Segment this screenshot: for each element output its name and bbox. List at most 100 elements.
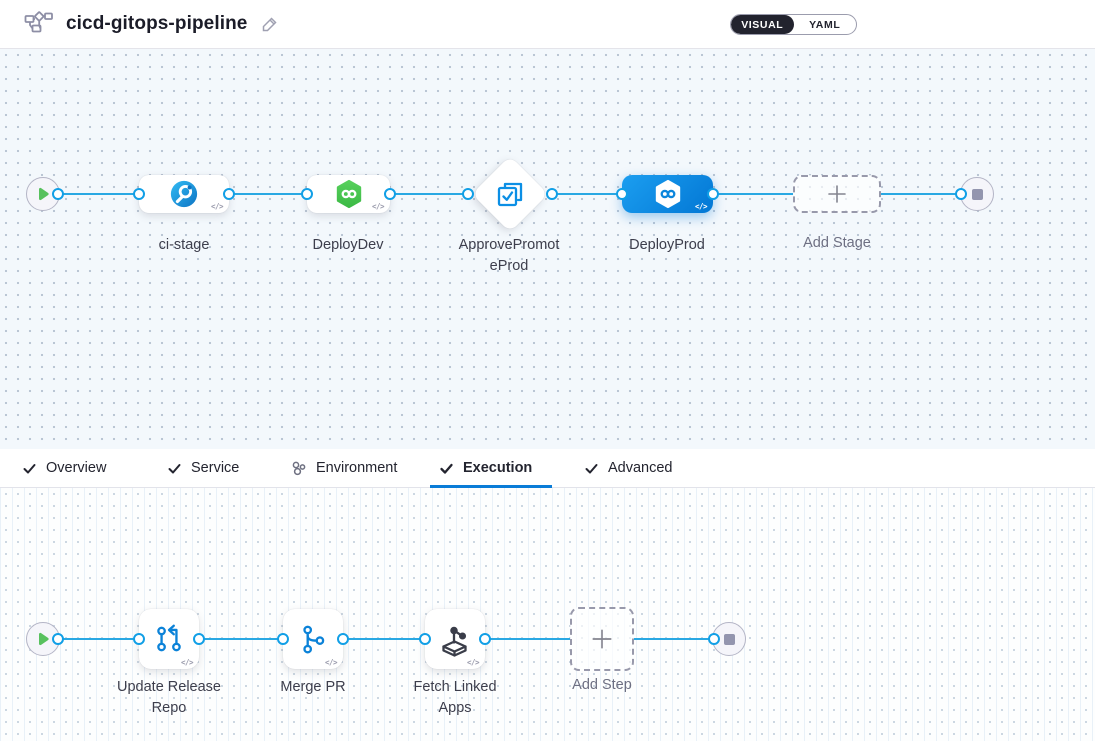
connector-port[interactable] (479, 633, 491, 645)
connector-line (881, 192, 961, 196)
play-icon (38, 187, 49, 201)
code-badge-icon: </> (371, 202, 385, 211)
connector-line (199, 637, 283, 641)
stage-label: ApprovePromot eProd (434, 235, 584, 277)
tab-label: Overview (46, 460, 107, 476)
add-step-button[interactable] (570, 607, 634, 671)
stage-label: DeployDev (312, 237, 384, 253)
code-badge-icon: </> (466, 658, 480, 667)
connector-port[interactable] (707, 188, 719, 200)
tab-execution[interactable]: Execution (439, 449, 532, 487)
execution-start-node (26, 622, 60, 656)
incomplete-cluster-icon (292, 461, 306, 476)
pipeline-icon (24, 10, 54, 39)
check-icon (168, 463, 181, 473)
page-title: cicd-gitops-pipeline (66, 13, 248, 34)
connector-port[interactable] (384, 188, 396, 200)
add-stage-button[interactable] (793, 175, 881, 213)
connector-port[interactable] (419, 633, 431, 645)
active-tab-underline (430, 485, 552, 488)
connector-port[interactable] (546, 188, 558, 200)
code-badge-icon: </> (694, 202, 708, 211)
connector-port[interactable] (52, 188, 64, 200)
check-icon (23, 463, 36, 473)
check-icon (440, 463, 453, 474)
stage-label-line: ApprovePromot (458, 237, 560, 253)
git-branch-icon (303, 625, 325, 654)
check-icon (585, 463, 598, 473)
cd-deploy-icon (336, 179, 361, 209)
connector-line (713, 192, 793, 196)
connector-port[interactable] (955, 188, 967, 200)
connector-port[interactable] (133, 188, 145, 200)
add-step-label: Add Step (572, 677, 632, 693)
pipeline-header: cicd-gitops-pipeline VISUAL YAML (0, 0, 1095, 49)
connector-port[interactable] (52, 633, 64, 645)
connector-line (58, 637, 139, 641)
edit-pencil-icon (263, 17, 278, 32)
plus-icon (828, 185, 846, 203)
connector-port[interactable] (133, 633, 145, 645)
connector-line (58, 192, 139, 196)
step-card-fetch-linked-apps[interactable]: </> (425, 609, 485, 669)
stage-label: DeployProd (629, 237, 705, 253)
stage-card-deployprod[interactable]: </> (622, 175, 713, 213)
plus-icon (592, 629, 612, 649)
connector-line (343, 637, 425, 641)
step-label-line: Fetch Linked (413, 679, 497, 695)
code-badge-icon: </> (210, 202, 224, 211)
connector-port[interactable] (708, 633, 720, 645)
stage-config-tabbar: Overview Service Environment Execution A… (0, 449, 1095, 488)
cd-deploy-icon (655, 179, 680, 209)
connector-port[interactable] (337, 633, 349, 645)
step-label: Fetch Linked Apps (380, 677, 530, 719)
tab-label: Environment (316, 460, 398, 476)
connector-port[interactable] (462, 188, 474, 200)
stage-label-line: eProd (489, 258, 529, 274)
step-card-merge-pr[interactable]: </> (283, 609, 343, 669)
visual-yaml-toggle: VISUAL YAML (730, 14, 857, 35)
stop-icon (723, 633, 735, 645)
stage-card-deploydev[interactable]: </> (307, 175, 390, 213)
stop-icon (971, 188, 983, 200)
step-label: Merge PR (280, 679, 346, 695)
tab-service[interactable]: Service (167, 449, 239, 487)
connector-port[interactable] (223, 188, 235, 200)
step-card-update-release-repo[interactable]: </> (139, 609, 199, 669)
connector-line (485, 637, 570, 641)
step-label-line: Repo (151, 700, 187, 716)
step-label-line: Apps (438, 700, 472, 716)
approval-icon (497, 182, 523, 207)
tab-advanced[interactable]: Advanced (584, 449, 673, 487)
connector-port[interactable] (616, 188, 628, 200)
tab-label: Service (191, 460, 240, 476)
edit-pipeline-name-button[interactable] (261, 15, 279, 33)
connector-port[interactable] (301, 188, 313, 200)
stage-card-approvepromoteprod[interactable] (471, 155, 549, 233)
play-icon (38, 632, 49, 646)
step-label-line: Update Release (117, 679, 221, 695)
add-stage-label: Add Stage (803, 235, 871, 251)
git-commit-icon (157, 624, 181, 652)
code-badge-icon: </> (180, 658, 194, 667)
step-label: Update Release Repo (94, 677, 244, 719)
tab-environment[interactable]: Environment (291, 449, 397, 487)
yaml-toggle-button[interactable]: YAML (794, 15, 857, 34)
stage-label: ci-stage (158, 237, 210, 253)
connector-port[interactable] (193, 633, 205, 645)
code-badge-icon: </> (324, 658, 338, 667)
connector-port[interactable] (277, 633, 289, 645)
tab-label: Advanced (608, 460, 673, 476)
connector-line (229, 192, 308, 196)
stage-card-ci-stage[interactable]: </> (139, 175, 229, 213)
connector-line (390, 192, 468, 196)
visual-toggle-button[interactable]: VISUAL (731, 15, 794, 34)
stage-canvas[interactable]: </> </> </> (0, 49, 1095, 449)
fetch-apps-icon (442, 626, 467, 657)
ci-build-icon (170, 180, 198, 208)
connector-line (634, 637, 714, 641)
connector-line (552, 192, 622, 196)
execution-canvas[interactable]: </> </> </> (0, 488, 1095, 741)
tab-label: Execution (463, 460, 533, 476)
tab-overview[interactable]: Overview (22, 449, 106, 487)
